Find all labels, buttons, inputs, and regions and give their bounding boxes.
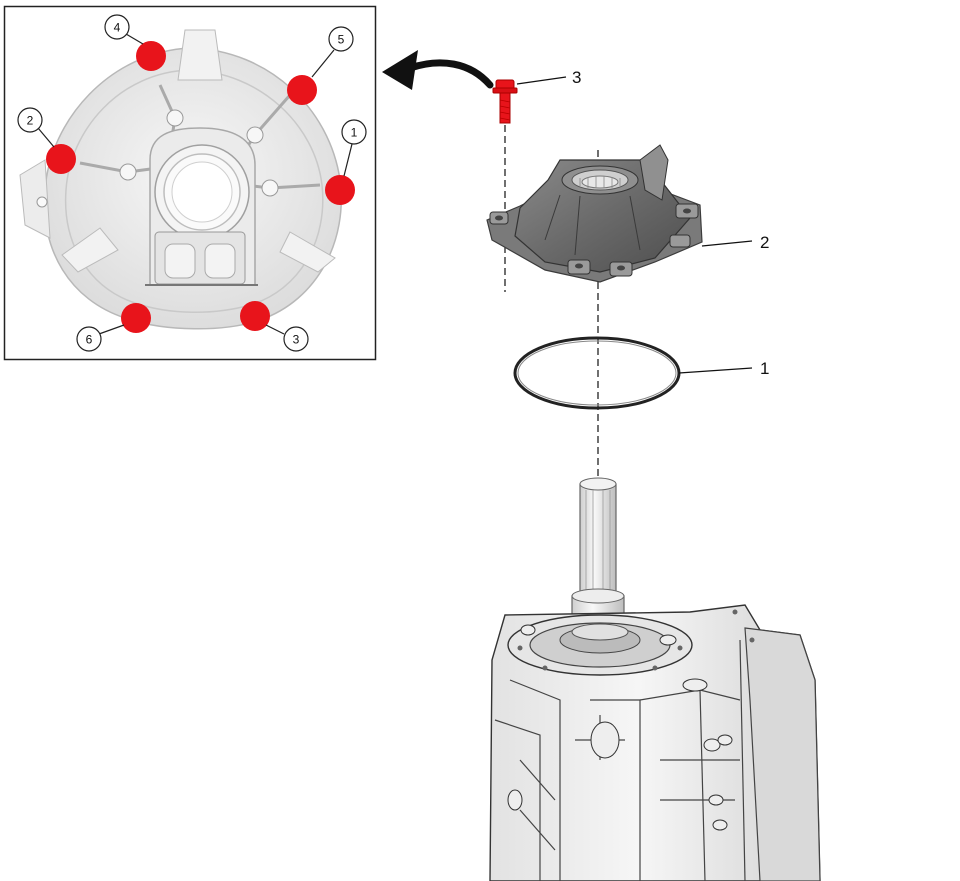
bolt-part-3 <box>492 79 518 124</box>
inset-bolt-markers <box>46 41 355 333</box>
callout-part-2: 2 <box>760 233 769 252</box>
seq-circle-5: 5 <box>328 26 354 52</box>
bolt-marker-6 <box>121 303 151 333</box>
seq-circle-4: 4 <box>104 14 130 40</box>
seq-circle-1: 1 <box>341 119 367 145</box>
cover-part-2 <box>486 144 703 283</box>
bolt-marker-5 <box>287 75 317 105</box>
curved-arrow-icon <box>382 50 494 90</box>
svg-text:6: 6 <box>86 333 93 347</box>
sequence-numbers: 1 2 3 4 5 6 <box>17 14 367 352</box>
bolt-marker-1 <box>325 175 355 205</box>
seq-circle-3: 3 <box>283 326 309 352</box>
svg-text:4: 4 <box>114 21 121 35</box>
callout-leaders <box>516 76 753 374</box>
svg-text:1: 1 <box>351 126 358 140</box>
bolt-marker-4 <box>136 41 166 71</box>
seq-circle-6: 6 <box>76 326 102 352</box>
callout-part-1: 1 <box>760 359 769 378</box>
inset-cover-top-view <box>19 29 342 330</box>
transmission-case <box>489 604 821 881</box>
bolt-marker-2 <box>46 144 76 174</box>
inset-panel: 1 2 3 4 5 6 <box>3 5 377 361</box>
callout-part-3: 3 <box>572 68 581 87</box>
bolt-marker-3 <box>240 301 270 331</box>
svg-text:3: 3 <box>293 333 300 347</box>
o-ring-part-1 <box>513 336 681 410</box>
seq-circle-2: 2 <box>17 107 43 133</box>
svg-text:2: 2 <box>27 114 34 128</box>
svg-text:5: 5 <box>338 33 345 47</box>
output-shaft <box>571 477 625 627</box>
